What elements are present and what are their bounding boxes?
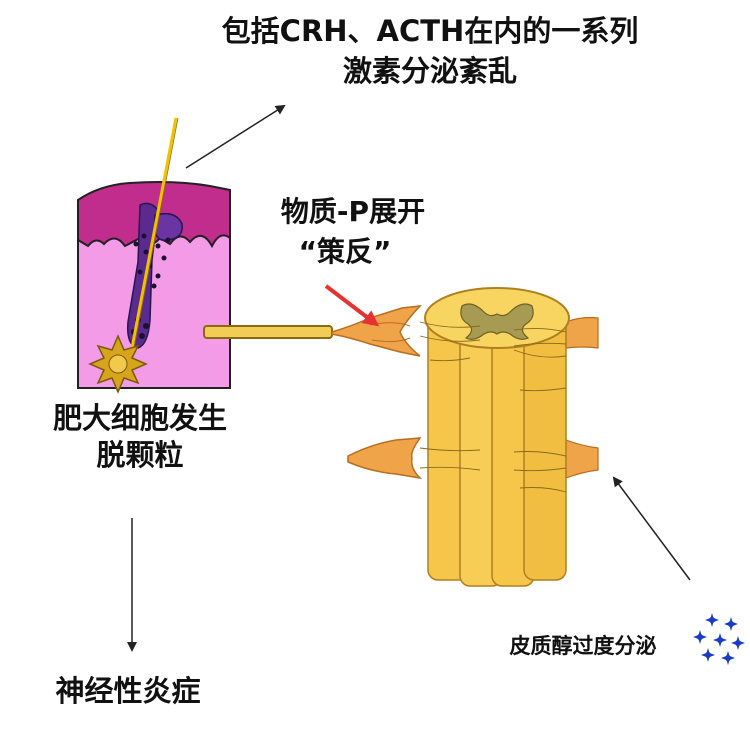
hair-follicle [126,202,159,349]
star-cluster-icon [693,613,745,665]
mast-cell-nucleus [108,354,128,374]
substance-p-label-line1: 物质-P展开 [280,195,426,228]
hormone-label-line1: 包括CRH、ACTH在内的一系列 [221,14,639,48]
arrow-icon [185,104,286,169]
nerve-root-lower [347,437,599,480]
hair-shaft [130,117,178,349]
gray-matter [460,303,534,340]
mast-cell-label-line1: 肥大细胞发生 [52,401,227,435]
neuro-inflammation-label: 神经性炎症 [55,674,201,708]
hair-shaft-edge [133,117,179,349]
spinal-cord [419,287,570,587]
granule-dots [131,233,171,339]
skin-block [77,117,231,394]
nerve-fiber [203,305,422,357]
mast-cell-label-line2: 脱颗粒 [96,438,184,472]
sebaceous-gland [154,212,183,242]
red-arrow-icon [324,284,380,327]
cortisol-label: 皮质醇过度分泌 [509,634,657,658]
hormone-label-line2: 激素分泌紊乱 [342,54,517,88]
substance-p-label-line2: “策反” [298,235,392,268]
nerve-root-right-upper [565,316,599,349]
arrow-cortisol-icon [612,476,691,581]
